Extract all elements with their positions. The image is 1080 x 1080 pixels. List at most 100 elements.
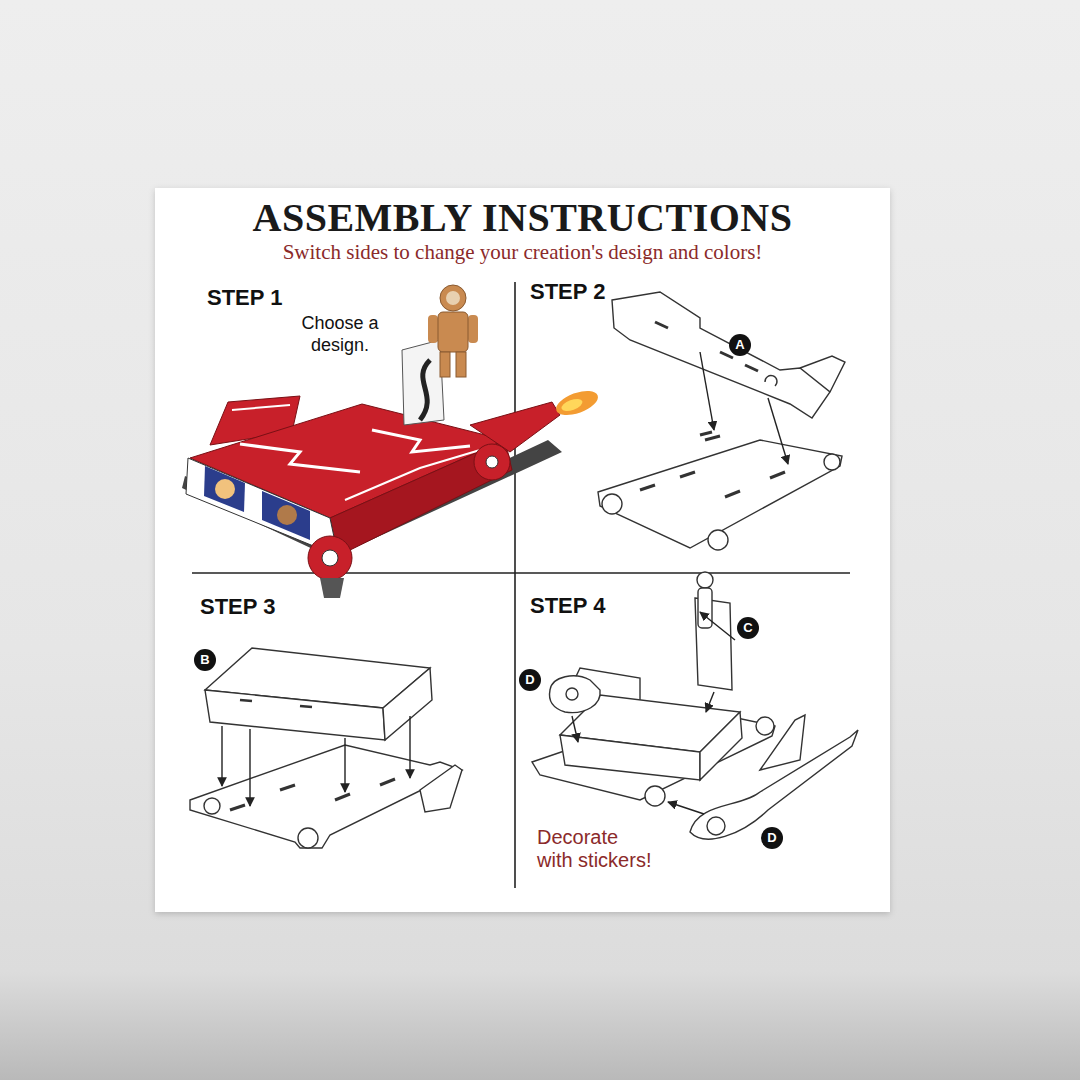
step4-line-drawing-part xyxy=(756,717,774,735)
step4-line-drawing-part xyxy=(706,692,714,712)
step2-line-drawing-part xyxy=(725,491,740,497)
callout-letter: D xyxy=(761,827,783,849)
step4-line-drawing-part xyxy=(707,817,725,835)
callout-letter: D xyxy=(519,669,541,691)
step-heading: STEP 3 xyxy=(200,594,275,620)
spacecraft-illustration-part xyxy=(470,402,560,452)
step3-line-drawing-part xyxy=(221,726,222,786)
spacecraft-illustration-part xyxy=(486,456,498,468)
spacecraft-illustration-part xyxy=(428,315,438,343)
spacecraft-illustration-part xyxy=(440,352,450,377)
instruction-card xyxy=(155,188,890,912)
spacecraft-illustration-part xyxy=(330,440,512,556)
step2-line-drawing-part xyxy=(824,454,840,470)
step3-line-drawing-part xyxy=(205,690,385,740)
step-panel: STEP 1 Choose a design. xyxy=(165,278,510,570)
spacecraft-illustration-part xyxy=(262,491,310,540)
step2-line-drawing-part xyxy=(700,352,788,464)
step-heading: STEP 2 xyxy=(530,279,605,305)
step-heading: STEP 1 xyxy=(207,285,282,311)
step4-line-drawing-part xyxy=(566,688,578,700)
step2-line-drawing-part xyxy=(640,432,785,497)
step4-line-drawing-part xyxy=(668,802,704,814)
step4-line-drawing-part xyxy=(760,715,805,770)
spacecraft-illustration-part xyxy=(560,397,584,414)
step3-line-drawing-part xyxy=(204,798,220,814)
spacecraft-illustration-part xyxy=(240,444,360,472)
step4-line-drawing-part xyxy=(560,735,700,780)
step2-line-drawing-part xyxy=(765,376,777,386)
title: ASSEMBLY INSTRUCTIONS xyxy=(155,196,890,240)
spacecraft-illustration-part xyxy=(320,578,344,598)
step3-line-drawing-part xyxy=(222,716,410,806)
step2-line-drawing-part xyxy=(708,530,728,550)
step3-line-drawing-part xyxy=(240,700,312,707)
spacecraft-illustration-part xyxy=(402,340,444,425)
step2-line-drawing-part xyxy=(705,436,720,440)
spacecraft-illustration-part xyxy=(440,285,466,311)
divider-lines-part xyxy=(192,572,850,574)
step3-line-drawing xyxy=(190,648,462,848)
step4-line-drawing-part xyxy=(697,572,713,588)
step2-line-drawing-part xyxy=(655,322,668,328)
step3-line-drawing-part xyxy=(230,779,395,810)
step-note: Choose a design. xyxy=(290,312,390,356)
step3-line-drawing-part xyxy=(190,745,462,848)
step2-line-drawing-part xyxy=(745,365,758,371)
step2-line-drawing-part xyxy=(700,432,712,435)
step2-line-drawing-part xyxy=(770,472,785,478)
spacecraft-illustration-part xyxy=(308,536,352,580)
step-heading: STEP 4 xyxy=(530,593,605,619)
step2-line-drawing xyxy=(598,292,845,550)
callout-letter: B xyxy=(194,649,216,671)
step3-line-drawing-part xyxy=(380,779,395,785)
spacecraft-illustration-part xyxy=(215,479,235,499)
step3-line-drawing-part xyxy=(240,700,252,701)
step2-line-drawing-part xyxy=(800,356,845,392)
step3-line-drawing-part xyxy=(409,716,410,778)
step3-line-drawing-part xyxy=(344,738,345,792)
spacecraft-illustration-part xyxy=(204,466,245,512)
spacecraft-illustration-part xyxy=(322,550,338,566)
step4-line-drawing-part xyxy=(550,676,601,713)
callout-letter: A xyxy=(729,334,751,356)
step-note: Decorate with stickers! xyxy=(537,826,655,872)
spacecraft-illustration-part xyxy=(553,386,601,420)
spacecraft-illustration-part xyxy=(277,505,297,525)
spacecraft-illustration-part xyxy=(456,352,466,377)
step-panel: STEP 4 Decorate with stickers! xyxy=(518,576,880,900)
spacecraft-illustration-part xyxy=(446,291,460,305)
callout-letter: C xyxy=(737,617,759,639)
step2-line-drawing-part xyxy=(768,398,788,464)
step2-line-drawing-part xyxy=(680,472,695,477)
spacecraft-illustration-part xyxy=(468,315,478,343)
spacecraft-illustration-part xyxy=(474,444,510,480)
step2-line-drawing-part xyxy=(612,292,830,418)
step4-line-drawing-part xyxy=(572,716,578,742)
step-panel: STEP 3 xyxy=(165,578,510,900)
step4-line-drawing-part xyxy=(572,612,735,814)
step3-line-drawing-part xyxy=(300,706,312,707)
step4-line-drawing-part xyxy=(700,612,735,640)
step2-line-drawing-part xyxy=(720,352,733,358)
spacecraft-illustration-part xyxy=(438,312,468,352)
step2-line-drawing-part xyxy=(640,485,655,490)
spacecraft-illustration xyxy=(182,285,601,598)
step3-line-drawing-part xyxy=(249,729,250,806)
step3-line-drawing-part xyxy=(420,765,462,812)
step3-line-drawing-part xyxy=(335,794,350,800)
step2-line-drawing-part xyxy=(655,322,758,371)
subtitle: Switch sides to change your creation's d… xyxy=(155,240,890,264)
step4-line-drawing-part xyxy=(645,786,665,806)
divider-lines-part xyxy=(514,282,516,888)
step3-line-drawing-part xyxy=(298,828,318,848)
step2-line-drawing-part xyxy=(700,352,714,430)
step-panel: STEP 2 xyxy=(518,276,880,570)
spacecraft-illustration-part xyxy=(232,405,290,410)
step2-line-drawing-part xyxy=(602,494,622,514)
step3-line-drawing-part xyxy=(280,785,295,790)
spacecraft-illustration-part xyxy=(372,430,470,452)
step4-line-drawing-part xyxy=(690,730,858,839)
